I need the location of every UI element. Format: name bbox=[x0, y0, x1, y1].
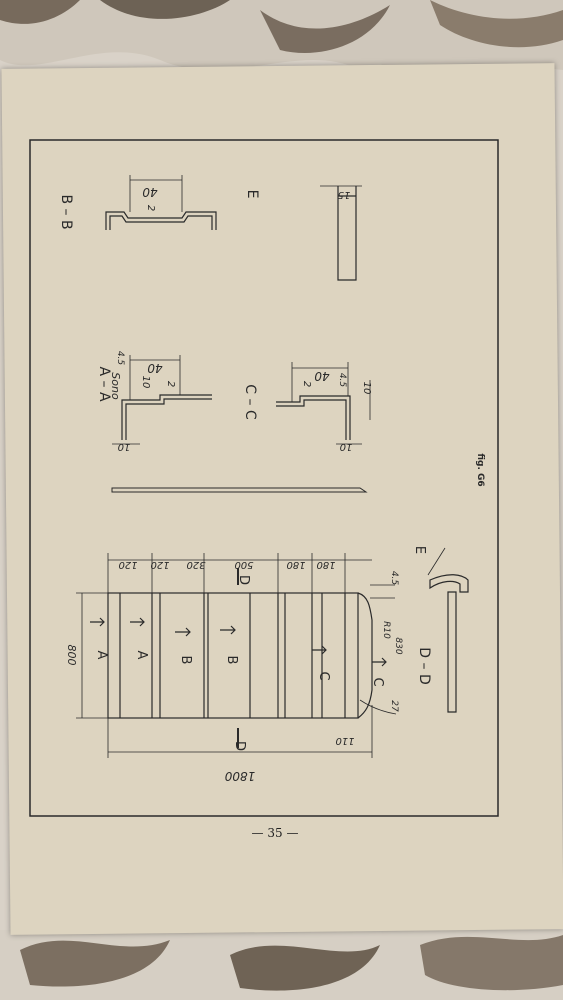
dim-strip-2: 120 bbox=[150, 559, 169, 570]
dim-total-length: 1800 bbox=[224, 769, 255, 783]
section-bb-profile bbox=[105, 175, 217, 230]
page-number: — 35 — bbox=[251, 826, 299, 840]
section-aa-dim-4: 4.5 bbox=[115, 351, 125, 366]
section-cc-dim-4: 10 bbox=[361, 382, 372, 395]
dim-strip-3: 320 bbox=[186, 559, 205, 570]
section-aa-dim-5: 10 bbox=[118, 441, 131, 452]
dim-strip-4: 500 bbox=[234, 559, 253, 570]
main-panel-view bbox=[76, 553, 397, 758]
dim-strip-5: 180 bbox=[286, 559, 305, 570]
section-mark-a-1: A bbox=[94, 651, 109, 660]
section-aa-dim-2: 10 bbox=[140, 376, 151, 389]
dim-angle: 27 bbox=[389, 700, 399, 712]
section-aa-note: Sono bbox=[109, 372, 122, 400]
section-e-title: E bbox=[244, 190, 260, 199]
section-cc-title: C – C bbox=[242, 384, 258, 420]
section-aa-dim-1: 40 bbox=[147, 361, 163, 375]
section-mark-c-2: C bbox=[370, 677, 385, 686]
section-aa-profile bbox=[112, 355, 212, 445]
dim-width: 800 bbox=[65, 645, 78, 666]
section-dd-label-e: E bbox=[412, 546, 427, 554]
dim-edge: 4.5 bbox=[389, 571, 399, 586]
figure-label: fig. G6 bbox=[475, 453, 485, 486]
section-mark-c-1: C bbox=[316, 671, 331, 680]
section-e-dim-1: 15 bbox=[338, 189, 351, 200]
section-aa-title: A – A bbox=[96, 366, 112, 401]
dim-bottom: 830 bbox=[393, 637, 403, 654]
section-aa-dim-3: 2 bbox=[165, 381, 176, 387]
section-mark-a-2: A bbox=[134, 651, 149, 660]
section-cc-dim-3: 4.5 bbox=[337, 373, 347, 388]
section-mark-d-2: D bbox=[232, 741, 247, 751]
section-cc-dim-5: 10 bbox=[340, 441, 353, 452]
section-cc-dim-2: 2 bbox=[301, 381, 312, 387]
dim-strip-1: 120 bbox=[118, 559, 137, 570]
section-bb-dim-1: 40 bbox=[142, 185, 158, 199]
dim-strip-6: 180 bbox=[316, 559, 335, 570]
section-bb-dim-2: 2 bbox=[145, 205, 156, 211]
section-dd-title: D – D bbox=[416, 647, 432, 684]
section-cc-profile bbox=[276, 362, 371, 445]
dim-radius: R10 bbox=[381, 621, 391, 639]
dim-end-offset: 110 bbox=[335, 735, 354, 746]
section-mark-b-2: B bbox=[224, 656, 239, 665]
section-dd-profile bbox=[427, 547, 469, 713]
section-mark-b-1: B bbox=[178, 656, 193, 665]
section-bb-title: B – B bbox=[58, 194, 74, 229]
section-cc-dim-1: 40 bbox=[314, 369, 330, 383]
section-mark-d-1: D bbox=[236, 575, 251, 585]
section-e-profile bbox=[320, 185, 362, 281]
